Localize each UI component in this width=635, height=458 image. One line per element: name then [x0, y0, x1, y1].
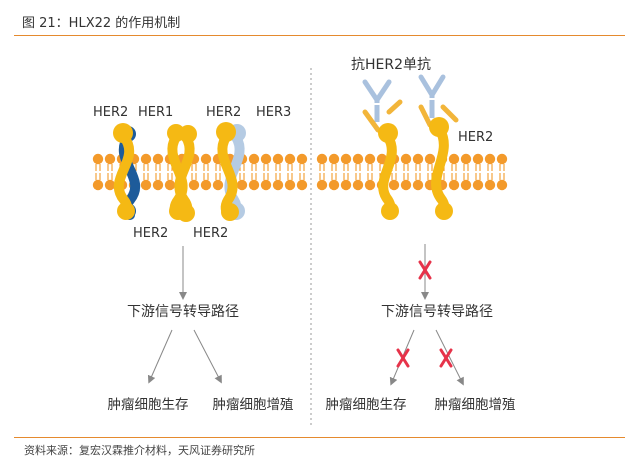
- left-pathway-label: 下游信号转导路径: [127, 304, 239, 320]
- lipid-head: [200, 153, 212, 165]
- lipid-head: [388, 179, 400, 191]
- left-arrow-survival: [147, 329, 173, 384]
- footer-rule: [14, 437, 625, 438]
- lipid-head: [316, 153, 328, 165]
- lipid-head: [212, 179, 224, 191]
- lipid-head: [236, 179, 248, 191]
- label-her2-b: HER2: [206, 105, 241, 120]
- antibody-label: 抗HER2单抗: [351, 57, 431, 73]
- lipid-head: [328, 153, 340, 165]
- lipid-head: [400, 179, 412, 191]
- lipid-head: [296, 179, 308, 191]
- lipid-head: [140, 153, 152, 165]
- lipid-head: [460, 153, 472, 165]
- lipid-head: [272, 153, 284, 165]
- lipid-head: [104, 179, 116, 191]
- lipid-head: [92, 153, 104, 165]
- lipid-head: [248, 153, 260, 165]
- lipid-head: [140, 179, 152, 191]
- header-rule: [14, 35, 625, 36]
- lipid-head: [352, 179, 364, 191]
- label-her3: HER3: [256, 105, 291, 120]
- lipid-head: [104, 153, 116, 165]
- lipid-head: [484, 153, 496, 165]
- lipid-head: [472, 179, 484, 191]
- source-note: 资料来源：复宏汉霖推介材料，天风证券研究所: [24, 444, 255, 457]
- her2-receptor-bound-2: [429, 117, 453, 220]
- lipid-head: [364, 153, 376, 165]
- figure-title: 图 21：HLX22 的作用机制: [22, 16, 181, 31]
- lipid-head: [484, 179, 496, 191]
- lipid-head: [364, 179, 376, 191]
- lipid-head: [152, 179, 164, 191]
- lipid-head: [200, 179, 212, 191]
- lipid-head: [316, 179, 328, 191]
- label-her1: HER1: [138, 105, 173, 120]
- lipid-head: [496, 179, 508, 191]
- her2-homodimer: [167, 124, 197, 222]
- right-outcome-proliferation: 肿瘤细胞增殖: [435, 396, 516, 413]
- lipid-head: [448, 179, 460, 191]
- her2-her3-dimer: [216, 122, 246, 221]
- lipid-head: [260, 179, 272, 191]
- lipid-head: [448, 153, 460, 165]
- block-mark-proliferation: [439, 348, 453, 368]
- right-membrane: [316, 153, 508, 191]
- right-pathway-label: 下游信号转导路径: [381, 304, 493, 320]
- label-her2-bottom-a: HER2: [133, 226, 168, 241]
- lipid-head: [284, 153, 296, 165]
- left-outcome-survival: 肿瘤细胞生存: [108, 396, 189, 413]
- lipid-head: [400, 153, 412, 165]
- lipid-head: [152, 153, 164, 165]
- lipid-head: [340, 153, 352, 165]
- lipid-head: [272, 179, 284, 191]
- right-outcome-survival: 肿瘤细胞生存: [326, 396, 407, 413]
- lipid-head: [284, 179, 296, 191]
- lipid-head: [376, 153, 388, 165]
- left-outcome-proliferation: 肿瘤细胞增殖: [213, 396, 294, 413]
- her2-receptor-bound-1: [378, 123, 399, 220]
- lipid-head: [296, 153, 308, 165]
- label-her2-bottom-b: HER2: [193, 226, 228, 241]
- lipid-head: [340, 179, 352, 191]
- antibody-2: [418, 74, 459, 128]
- lipid-head: [496, 153, 508, 165]
- label-her2-a: HER2: [93, 105, 128, 120]
- lipid-head: [164, 179, 176, 191]
- block-mark-pathway: [418, 260, 432, 280]
- lipid-head: [352, 153, 364, 165]
- lipid-head: [424, 153, 436, 165]
- lipid-head: [260, 153, 272, 165]
- lipid-head: [92, 179, 104, 191]
- lipid-head: [412, 179, 424, 191]
- lipid-head: [248, 179, 260, 191]
- lipid-head: [472, 153, 484, 165]
- block-mark-survival: [396, 348, 410, 368]
- antibody-1: [362, 79, 403, 133]
- lipid-head: [412, 153, 424, 165]
- lipid-head: [460, 179, 472, 191]
- left-arrow-proliferation: [193, 329, 222, 384]
- lipid-head: [188, 179, 200, 191]
- lipid-head: [328, 179, 340, 191]
- label-her2-right: HER2: [458, 130, 493, 145]
- her2-her1-dimer: [113, 123, 141, 220]
